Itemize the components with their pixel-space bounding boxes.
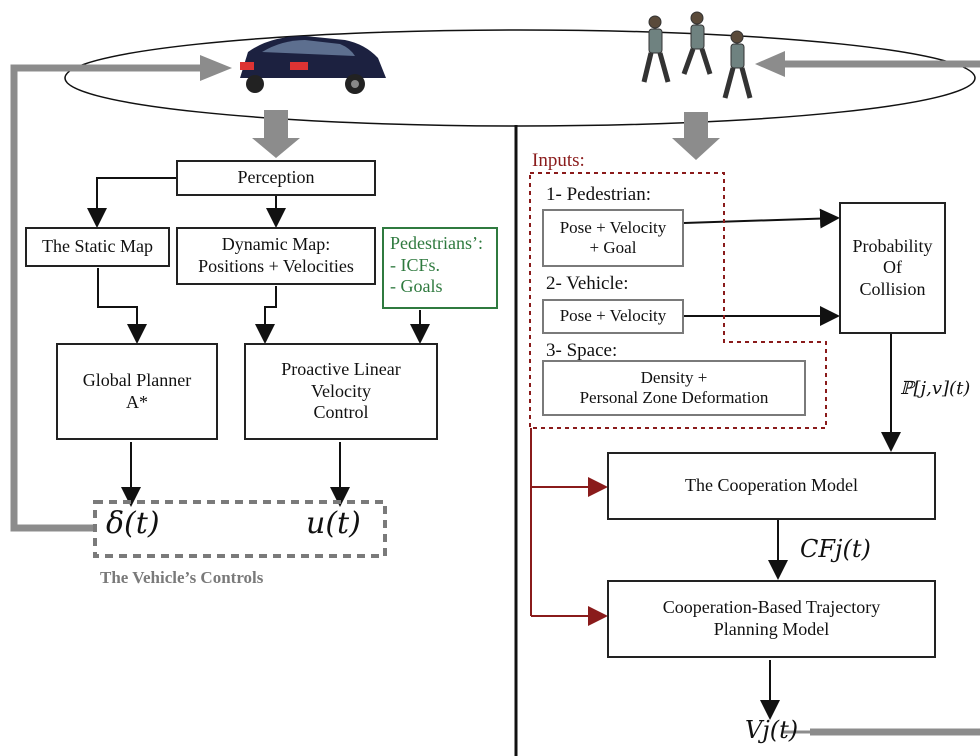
vehicle-heading: 2- Vehicle:: [546, 273, 629, 294]
probability-line2: Of: [883, 257, 902, 278]
perception-label: Perception: [237, 167, 315, 188]
gray-down-arrow-left: [252, 110, 300, 158]
cf-output-label: CFj(t): [800, 535, 871, 563]
gray-down-arrow-right: [672, 112, 720, 160]
vehicle-input-box: Pose + Velocity: [542, 299, 684, 334]
v-output-label: Vj(t): [745, 716, 799, 744]
global-planner-box: Global Planner A*: [56, 343, 218, 440]
controls-caption: The Vehicle’s Controls: [100, 568, 264, 587]
scene-ellipse: [64, 29, 976, 127]
inputs-label: Inputs:: [532, 150, 585, 171]
delta-control-label: δ(t): [106, 506, 160, 541]
pedestrian-input-box: Pose + Velocity + Goal: [542, 209, 684, 267]
proactive-line3: Control: [313, 402, 369, 423]
feedback-loop-right: [780, 60, 980, 736]
proactive-line1: Proactive Linear: [281, 359, 401, 380]
space-heading: 3- Space:: [546, 340, 618, 361]
dynamic-map-line2: Positions + Velocities: [198, 256, 354, 276]
inputs-dashed-region: [529, 172, 827, 429]
pedestrians-info-line3: - Goals: [390, 276, 443, 297]
probability-line3: Collision: [859, 278, 926, 299]
static-map-box: The Static Map: [25, 227, 170, 267]
space-input-line2: Personal Zone Deformation: [579, 388, 769, 407]
global-planner-line2: A*: [126, 391, 148, 412]
feedback-loop-left: [10, 64, 205, 532]
vehicle-input-label: Pose + Velocity: [559, 306, 667, 326]
pedestrian-heading: 1- Pedestrian:: [546, 184, 652, 205]
trajectory-model-line2: Planning Model: [713, 619, 830, 639]
dynamic-map-line1: Dynamic Map:: [221, 234, 331, 255]
cooperation-model-label: The Cooperation Model: [685, 475, 858, 496]
space-input-line1: Density +: [640, 367, 708, 387]
feedback-arrowhead-left: [200, 55, 232, 81]
controls-dashed-box: [93, 500, 387, 558]
proactive-line2: Velocity: [311, 380, 371, 401]
space-input-box: Density + Personal Zone Deformation: [542, 360, 806, 416]
pedestrian-input-line1: Pose + Velocity: [559, 217, 667, 237]
perception-box: Perception: [176, 160, 376, 196]
global-planner-line1: Global Planner: [82, 369, 192, 390]
trajectory-model-box: Cooperation-Based Trajectory Planning Mo…: [607, 580, 936, 658]
proactive-control-box: Proactive Linear Velocity Control: [244, 343, 438, 440]
feedback-arrowhead-right: [755, 51, 785, 77]
pedestrians-info-box: Pedestrians’: - ICFs. - Goals: [382, 227, 498, 309]
dynamic-map-box: Dynamic Map: Positions + Velocities: [176, 227, 376, 285]
pedestrians-info-line1: Pedestrians’:: [390, 233, 483, 253]
pedestrians-icon: [641, 11, 753, 99]
pedestrians-info-line2: - ICFs.: [390, 254, 441, 275]
static-map-label: The Static Map: [42, 236, 153, 257]
probability-box: Probability Of Collision: [839, 202, 946, 334]
probability-line1: Probability: [852, 235, 933, 256]
probability-output-label: ℙ[j,v](t): [900, 378, 971, 399]
pedestrian-input-line2: + Goal: [589, 238, 637, 257]
cooperation-model-box: The Cooperation Model: [607, 452, 936, 520]
u-control-label: u(t): [306, 506, 361, 541]
trajectory-model-line1: Cooperation-Based Trajectory: [662, 597, 881, 618]
car-icon: [240, 36, 386, 94]
